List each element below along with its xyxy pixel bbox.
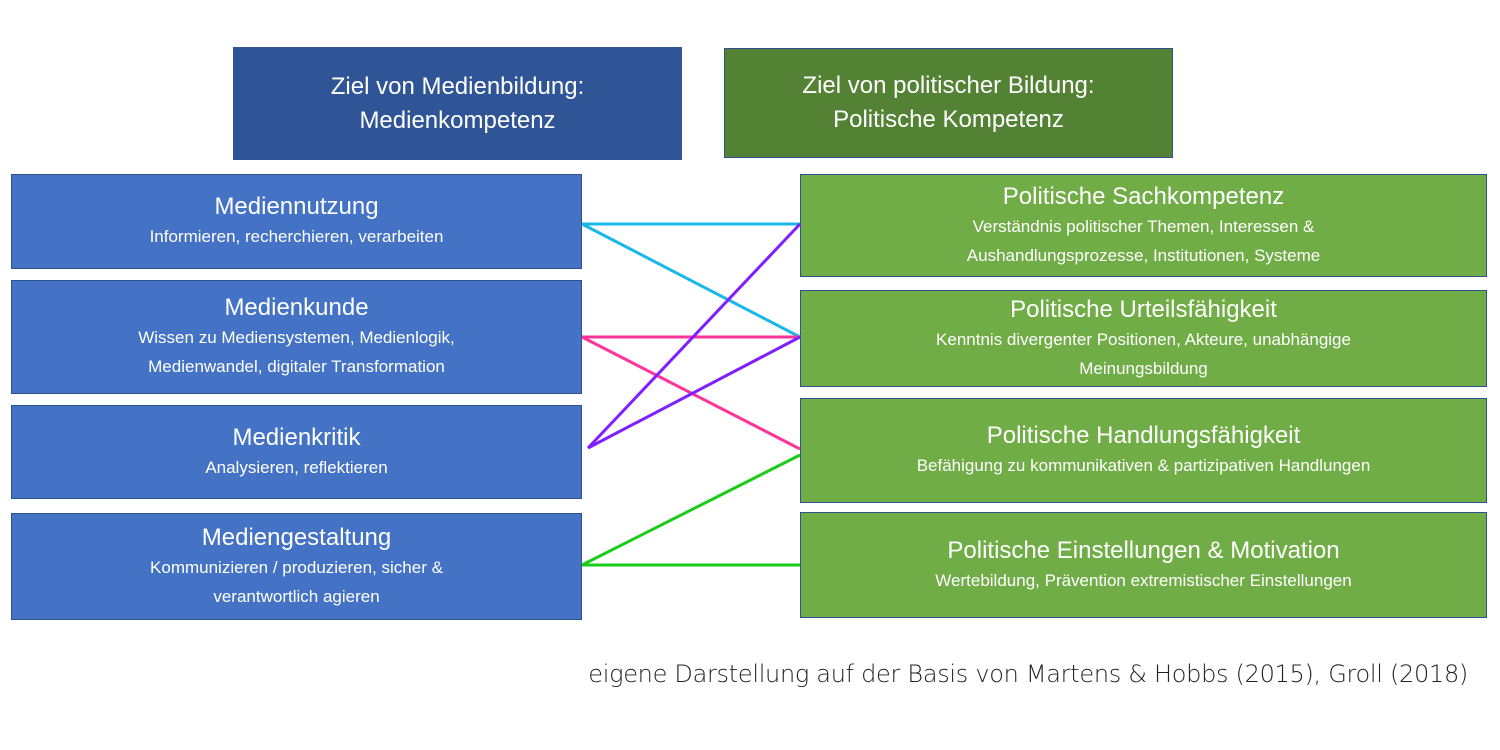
media-box-mediennutzung: Mediennutzung Informieren, recherchieren…	[11, 174, 582, 269]
connector-kritik-sach	[586, 222, 802, 450]
media-box-mediengestaltung: Mediengestaltung Kommunizieren / produzi…	[11, 513, 582, 620]
media-box-medienkritik: Medienkritik Analysieren, reflektieren	[11, 405, 582, 499]
political-desc: Wertebildung, Prävention extremistischer…	[935, 570, 1352, 590]
political-desc: Kenntnis divergenter Positionen, Akteure…	[936, 329, 1351, 349]
goal-political-line1: Ziel von politischer Bildung:	[802, 72, 1095, 99]
media-box-medienkunde: Medienkunde Wissen zu Mediensystemen, Me…	[11, 280, 582, 394]
political-box-sachkompetenz: Politische Sachkompetenz Verständnis pol…	[800, 174, 1487, 277]
goal-media-literacy: Ziel von Medienbildung: Medienkompetenz	[233, 47, 682, 160]
goal-media-line2: Medienkompetenz	[359, 106, 556, 134]
media-title: Medienkritik	[232, 423, 361, 451]
political-title: Politische Sachkompetenz	[1002, 182, 1285, 210]
media-desc: Analysieren, reflektieren	[205, 457, 388, 477]
media-desc: Medienwandel, digitaler Transformation	[148, 357, 445, 376]
media-title: Medienkunde	[224, 294, 369, 321]
connector-kritik-urteil	[587, 335, 801, 450]
connector-nutzung-urteil	[581, 222, 801, 339]
goal-political-competence: Ziel von politischer Bildung: Politische…	[724, 48, 1173, 158]
goal-media-line1: Ziel von Medienbildung:	[330, 72, 585, 100]
political-box-einstellungen-motivation: Politische Einstellungen & Motivation We…	[800, 512, 1487, 618]
political-title: Politische Urteilsfähigkeit	[1010, 295, 1277, 323]
political-desc: Befähigung zu kommunikativen & partizipa…	[916, 456, 1371, 475]
political-desc: Verständnis politischer Themen, Interess…	[972, 216, 1315, 236]
media-title: Mediennutzung	[214, 193, 379, 220]
political-desc: Meinungsbildung	[1079, 358, 1208, 378]
connector-gestaltung-handlung	[581, 453, 801, 567]
media-desc: Informieren, recherchieren, verarbeiten	[149, 227, 444, 246]
political-box-urteilsfaehigkeit: Politische Urteilsfähigkeit Kenntnis div…	[800, 290, 1487, 387]
political-title: Politische Einstellungen & Motivation	[947, 536, 1340, 564]
source-caption: eigene Darstellung auf der Basis von Mar…	[588, 660, 1468, 688]
media-desc: Wissen zu Mediensystemen, Medienlogik,	[138, 328, 455, 347]
political-desc: Aushandlungsprozesse, Institutionen, Sys…	[966, 245, 1321, 265]
political-box-handlungsfaehigkeit: Politische Handlungsfähigkeit Befähigung…	[800, 398, 1487, 503]
goal-political-line2: Politische Kompetenz	[833, 106, 1064, 133]
political-title: Politische Handlungsfähigkeit	[986, 422, 1301, 449]
media-title: Mediengestaltung	[201, 523, 392, 551]
media-desc: Kommunizieren / produzieren, sicher &	[150, 557, 443, 577]
media-desc: verantwortlich agieren	[213, 586, 380, 606]
